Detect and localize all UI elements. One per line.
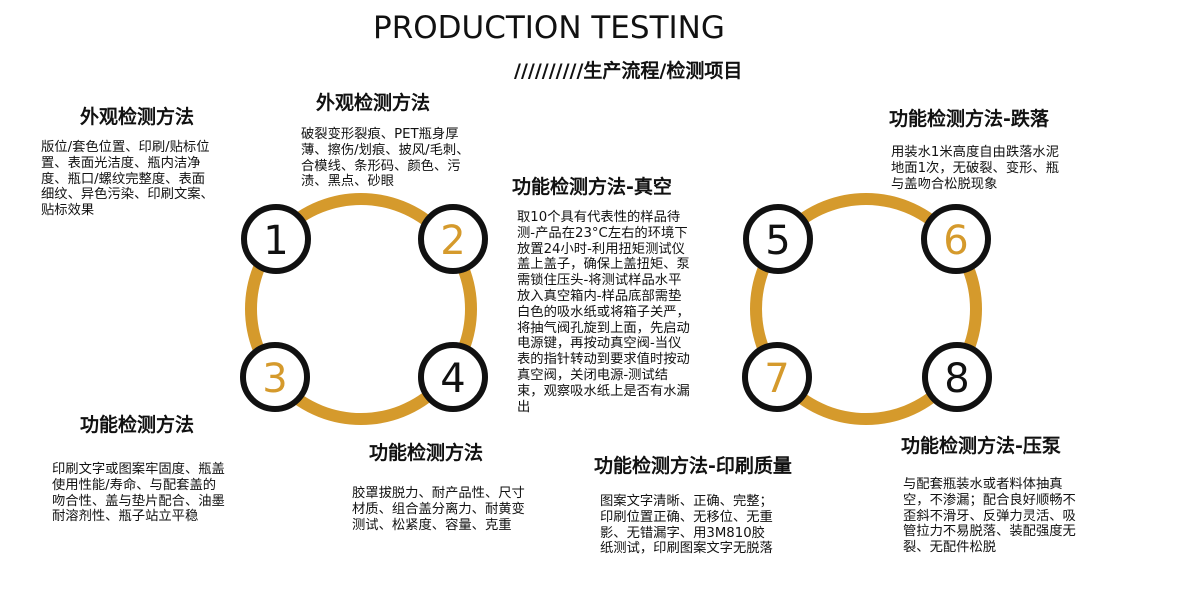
marker-3-label: 3: [262, 356, 287, 402]
text-line: 白色的吸水纸或将箱子关严，: [517, 304, 690, 320]
text-line: 真空阀，关闭电源-测试结: [517, 367, 669, 383]
section-4-heading: 功能检测方法: [369, 442, 484, 464]
pump-heading: 功能检测方法-压泵: [901, 435, 1061, 457]
marker-8-label: 8: [944, 356, 969, 402]
text-line: 度、瓶口/螺纹完整度、表面: [41, 171, 206, 187]
print-quality-body: 图案文字清晰、正确、完整；印刷位置正确、无移位、无重影、无错漏字、用3M810胶…: [600, 494, 825, 557]
marker-1-label: 1: [263, 218, 288, 264]
text-line: 与配套瓶装水或者料体抽真: [903, 477, 1063, 492]
text-line: 地面1次，无破裂、变形、瓶: [891, 160, 1060, 176]
text-line: 置、表面光洁度、瓶内洁净: [41, 155, 201, 171]
marker-7-label: 7: [764, 356, 789, 402]
text-line: 将抽气阀孔旋到上面，先启动: [517, 320, 690, 336]
text-line: 束，观察吸水纸上是否有水漏: [517, 383, 690, 399]
text-line: 材质、组合盖分离力、耐黄变: [352, 501, 525, 517]
text-line: 空，不渗漏；配合良好顺畅不: [903, 492, 1076, 508]
vacuum-body: 取10个具有代表性的样品待测-产品在23°C左右的环境下放置24小时-利用扭矩测…: [517, 210, 732, 415]
text-line: 合模线、条形码、颜色、污: [301, 158, 461, 174]
right-process-ring: [750, 193, 982, 425]
text-line: 贴标效果: [41, 203, 95, 219]
text-line: 图案文字清晰、正确、完整；: [600, 494, 773, 509]
text-line: 出: [517, 399, 531, 415]
text-line: 纸测试，印刷图案文字无脱落: [600, 541, 773, 557]
marker-6-label: 6: [943, 218, 968, 264]
section-2-heading: 外观检测方法: [316, 92, 431, 114]
text-line: 胶罩拔脱力、耐产品性、尺寸: [352, 486, 525, 501]
vacuum-heading: 功能检测方法-真空: [512, 176, 672, 198]
print-quality-heading: 功能检测方法-印刷质量: [594, 455, 792, 477]
text-line: 歪斜不滑牙、反弹力灵活、吸: [903, 508, 1076, 524]
text-line: 裂、无配件松脱: [903, 540, 997, 556]
marker-4: 4: [418, 342, 488, 412]
text-line: 细纹、异色污染、印刷文案、: [41, 187, 214, 203]
text-line: 渍、黑点、砂眼: [301, 174, 395, 190]
text-line: 耐溶剂性、瓶子站立平稳: [52, 509, 199, 525]
text-line: 需锁住压头-将测试样品水平: [517, 273, 682, 289]
marker-2: 2: [418, 204, 488, 274]
text-line: 电源键，再按动真空阀-当仪: [517, 336, 682, 352]
section-2-body: 破裂变形裂痕、PET瓶身厚薄、擦伤/划痕、披风/毛刺、合模线、条形码、颜色、污渍…: [301, 127, 511, 190]
pump-body: 与配套瓶装水或者料体抽真空，不渗漏；配合良好顺畅不歪斜不滑牙、反弹力灵活、吸管拉…: [903, 477, 1133, 556]
text-line: 放入真空箱内-样品底部需垫: [517, 288, 682, 304]
text-line: 印刷位置正确、无移位、无重: [600, 509, 773, 525]
marker-7: 7: [742, 342, 812, 412]
text-line: 使用性能/寿命、与配套盖的: [52, 477, 217, 493]
text-line: 放置24小时-利用扭矩测试仪: [517, 241, 685, 257]
text-line: 吻合性、盖与垫片配合、油墨: [52, 493, 225, 509]
marker-5: 5: [743, 204, 813, 274]
marker-3: 3: [240, 342, 310, 412]
text-line: 薄、擦伤/划痕、披风/毛刺、: [301, 142, 470, 158]
page-title: PRODUCTION TESTING: [373, 10, 725, 46]
text-line: 表的指针转动到要求值时按动: [517, 352, 690, 368]
section-4-body: 胶罩拔脱力、耐产品性、尺寸材质、组合盖分离力、耐黄变测试、松紧度、容量、克重: [352, 486, 572, 533]
section-1-heading: 外观检测方法: [80, 106, 195, 128]
marker-5-label: 5: [765, 218, 790, 264]
text-line: 测试、松紧度、容量、克重: [352, 517, 512, 533]
drop-body: 用装水1米高度自由跌落水泥地面1次，无破裂、变形、瓶与盖吻合松脱现象: [891, 145, 1121, 192]
text-line: 版位/套色位置、印刷/贴标位: [41, 140, 210, 155]
drop-heading: 功能检测方法-跌落: [889, 108, 1049, 130]
text-line: 与盖吻合松脱现象: [891, 176, 998, 192]
marker-6: 6: [921, 204, 991, 274]
page-subtitle: //////////生产流程/检测项目: [514, 60, 743, 82]
marker-1: 1: [241, 204, 311, 274]
text-line: 用装水1米高度自由跌落水泥: [891, 145, 1060, 160]
text-line: 管拉力不易脱落、装配强度无: [903, 524, 1076, 540]
text-line: 取10个具有代表性的样品待: [517, 210, 681, 225]
left-process-ring: [245, 193, 477, 425]
text-line: 影、无错漏字、用3M810胶: [600, 525, 765, 541]
section-3-heading: 功能检测方法: [80, 414, 195, 436]
text-line: 印刷文字或图案牢固度、瓶盖: [52, 462, 225, 477]
text-line: 测-产品在23°C左右的环境下: [517, 225, 688, 241]
section-3-body: 印刷文字或图案牢固度、瓶盖使用性能/寿命、与配套盖的吻合性、盖与垫片配合、油墨耐…: [52, 462, 282, 525]
marker-2-label: 2: [440, 218, 465, 264]
section-1-body: 版位/套色位置、印刷/贴标位置、表面光洁度、瓶内洁净度、瓶口/螺纹完整度、表面细…: [41, 140, 271, 219]
text-line: 破裂变形裂痕、PET瓶身厚: [301, 127, 459, 142]
marker-8: 8: [922, 342, 992, 412]
text-line: 盖上盖子，确保上盖扭矩、泵: [517, 257, 690, 273]
marker-4-label: 4: [440, 356, 465, 402]
